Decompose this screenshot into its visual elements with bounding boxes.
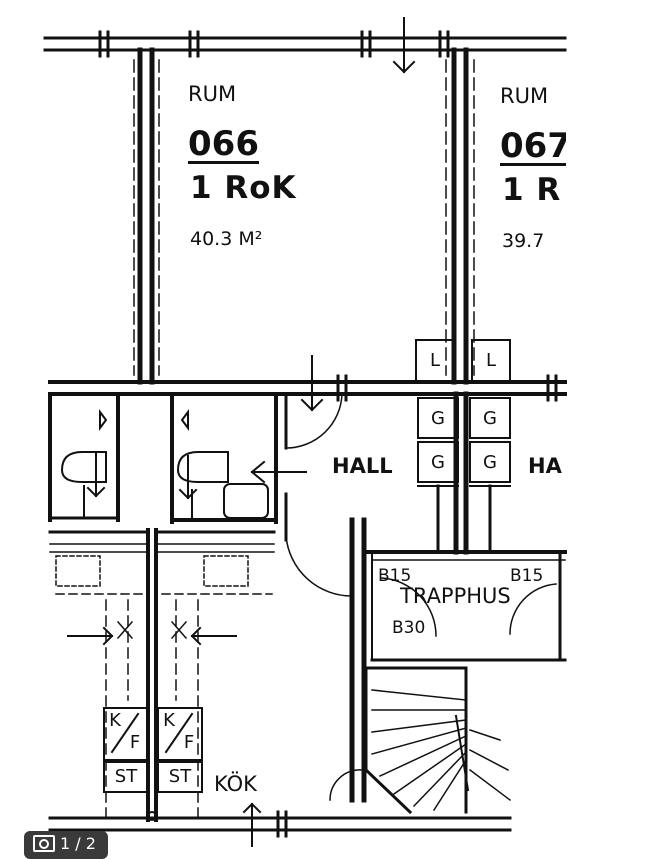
- image-counter[interactable]: 1 / 2: [24, 831, 108, 859]
- camera-icon: [33, 835, 55, 852]
- fire-door-rating: B30: [392, 618, 426, 638]
- stove-right: ST: [168, 766, 192, 787]
- wardrobe-right-top: G: [483, 408, 497, 429]
- fridge-k-left: K: [109, 710, 121, 731]
- room-067-number: 067: [500, 126, 566, 166]
- stairwell-label: TRAPPHUS: [400, 584, 511, 608]
- room-067-area: 39.7: [502, 230, 545, 252]
- stove-left: ST: [114, 766, 138, 787]
- linen-closet-left: L: [429, 350, 441, 371]
- hall-label-right: HA: [528, 454, 562, 478]
- wardrobe-right-bottom: G: [483, 452, 497, 473]
- room-066-number: 066: [188, 124, 259, 164]
- fridge-f-right: F: [183, 732, 195, 753]
- image-counter-text: 1 / 2: [60, 834, 96, 853]
- room-066-prefix: RUM: [188, 82, 237, 106]
- room-067-type: 1 R: [502, 172, 562, 208]
- fridge-f-left: F: [129, 732, 141, 753]
- fridge-k-right: K: [163, 710, 175, 731]
- hall-label-left: HALL: [332, 454, 393, 478]
- fire-rating-left: B15: [378, 566, 412, 586]
- room-066-area: 40.3 M²: [190, 228, 263, 250]
- kitchen-label: KÖK: [214, 772, 257, 796]
- wardrobe-left-top: G: [431, 408, 445, 429]
- room-067-prefix: RUM: [500, 84, 549, 108]
- room-066-type: 1 RoK: [190, 170, 297, 206]
- fire-rating-right: B15: [510, 566, 544, 586]
- linen-closet-right: L: [485, 350, 497, 371]
- wardrobe-left-bottom: G: [431, 452, 445, 473]
